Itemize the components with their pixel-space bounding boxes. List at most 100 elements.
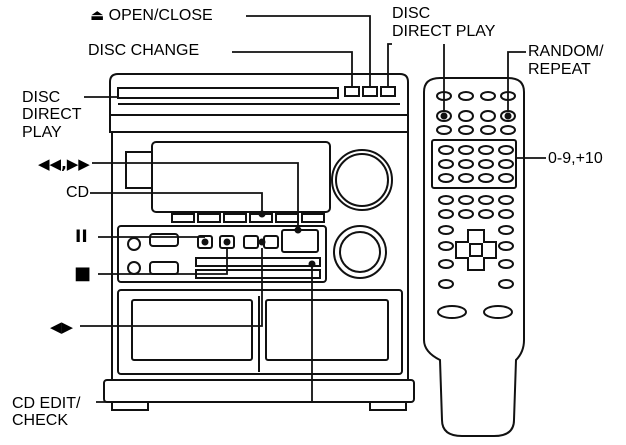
function-button bbox=[197, 213, 221, 223]
random-repeat-line2: REPEAT bbox=[528, 61, 591, 78]
open-close-label: ⏏ OPEN/CLOSE bbox=[90, 6, 213, 25]
callout-dot bbox=[258, 238, 266, 246]
cassette-deck-1 bbox=[131, 299, 253, 361]
disc-direct-play-top-leader bbox=[387, 43, 392, 87]
jog-dial bbox=[333, 225, 387, 279]
remote-button bbox=[498, 209, 514, 219]
remote-button bbox=[480, 125, 496, 135]
callout-dot bbox=[258, 210, 266, 218]
skip-label: ◀◀,▶▶ bbox=[38, 155, 90, 173]
eject-icon: ⏏ bbox=[90, 6, 105, 24]
open-close-text: OPEN/CLOSE bbox=[108, 7, 213, 24]
remote-button bbox=[438, 225, 454, 235]
callout-dots bbox=[201, 112, 512, 268]
volume-knob bbox=[331, 149, 393, 211]
number-key bbox=[478, 145, 494, 155]
stop-label: ■ bbox=[74, 263, 92, 284]
open-close-leader bbox=[246, 15, 371, 87]
remote-button bbox=[438, 209, 454, 219]
random-repeat-line1: RANDOM/ bbox=[528, 43, 604, 60]
disc-change-leader bbox=[232, 51, 353, 87]
panel-button bbox=[149, 233, 179, 247]
number-key bbox=[478, 159, 494, 169]
remote-button bbox=[478, 195, 494, 205]
stop-leader bbox=[98, 248, 228, 275]
function-button bbox=[301, 213, 325, 223]
callout-lines bbox=[80, 15, 546, 403]
cassette-deck-2 bbox=[265, 299, 389, 361]
cd-leader bbox=[90, 192, 263, 214]
remote-button bbox=[478, 209, 494, 219]
disc-direct-play-top-line2: DIRECT PLAY bbox=[392, 23, 496, 40]
pause-button bbox=[197, 235, 213, 249]
remote-button bbox=[458, 91, 474, 101]
dpad-center bbox=[469, 243, 483, 257]
skip-leader bbox=[92, 162, 299, 230]
disc-direct-play-button-3 bbox=[380, 86, 396, 97]
jog-dial-inner bbox=[339, 231, 381, 273]
callout-dot bbox=[294, 226, 302, 234]
remote-button bbox=[458, 125, 474, 135]
number-key bbox=[458, 173, 474, 183]
number-key bbox=[438, 159, 454, 169]
remote-button bbox=[458, 209, 474, 219]
remote-button bbox=[498, 259, 514, 269]
stereo-unit bbox=[103, 73, 415, 411]
volume-knob-inner bbox=[335, 153, 389, 207]
remote-button bbox=[438, 279, 454, 289]
number-key bbox=[438, 173, 454, 183]
remote-top-buttons bbox=[436, 91, 516, 135]
remote-button bbox=[498, 279, 514, 289]
remote-button bbox=[480, 91, 496, 101]
callout-dot bbox=[440, 112, 448, 120]
function-button bbox=[223, 213, 247, 223]
cd-button-row bbox=[171, 213, 325, 223]
number-key bbox=[458, 159, 474, 169]
unit-top-panel bbox=[109, 73, 409, 133]
remote-button bbox=[438, 259, 454, 269]
remote-button bbox=[498, 241, 514, 251]
panel-button bbox=[149, 261, 179, 275]
disc-change-button bbox=[344, 86, 360, 97]
jack-1 bbox=[127, 237, 141, 251]
panel-strip bbox=[195, 257, 321, 267]
cassette-area bbox=[117, 289, 403, 375]
number-keypad-frame bbox=[431, 139, 517, 189]
number-keypad bbox=[438, 145, 514, 183]
direction-leader bbox=[80, 248, 263, 327]
open-close-button bbox=[362, 86, 378, 97]
disc-tray-slot bbox=[117, 87, 339, 99]
remote-control bbox=[423, 77, 525, 437]
number-key bbox=[458, 145, 474, 155]
numbers-label: 0-9,+10 bbox=[548, 150, 603, 167]
function-button bbox=[171, 213, 195, 223]
remote-button bbox=[458, 110, 474, 122]
callout-dot bbox=[201, 238, 209, 246]
number-key bbox=[498, 173, 514, 183]
skip-buttons bbox=[281, 229, 319, 253]
callout-dot bbox=[223, 238, 231, 246]
disc-direct-play-left-line2: DIRECT bbox=[22, 106, 82, 123]
remote-button bbox=[480, 110, 496, 122]
disc-direct-play-left-line1: DISC bbox=[22, 89, 61, 106]
cd-label: CD bbox=[66, 184, 90, 201]
remote-dpad bbox=[455, 229, 497, 271]
unit-base bbox=[103, 379, 415, 403]
remote-button bbox=[498, 195, 514, 205]
disc-direct-play-top-line1: DISC bbox=[392, 5, 431, 22]
remote-button bbox=[498, 225, 514, 235]
number-key bbox=[438, 145, 454, 155]
cd-edit-check-leader bbox=[96, 266, 313, 403]
jack-2 bbox=[127, 261, 141, 275]
remote-button bbox=[438, 195, 454, 205]
transport-button bbox=[263, 235, 279, 249]
display-left-tab bbox=[125, 151, 153, 189]
disc-change-label: DISC CHANGE bbox=[88, 42, 200, 59]
cd-edit-check-line2: CHECK bbox=[12, 412, 69, 429]
remote-button bbox=[458, 195, 474, 205]
remote-button bbox=[500, 125, 516, 135]
direction-label: ◀▶ bbox=[50, 318, 74, 336]
callout-dot bbox=[308, 260, 316, 268]
remote-middle-buttons bbox=[438, 195, 514, 251]
